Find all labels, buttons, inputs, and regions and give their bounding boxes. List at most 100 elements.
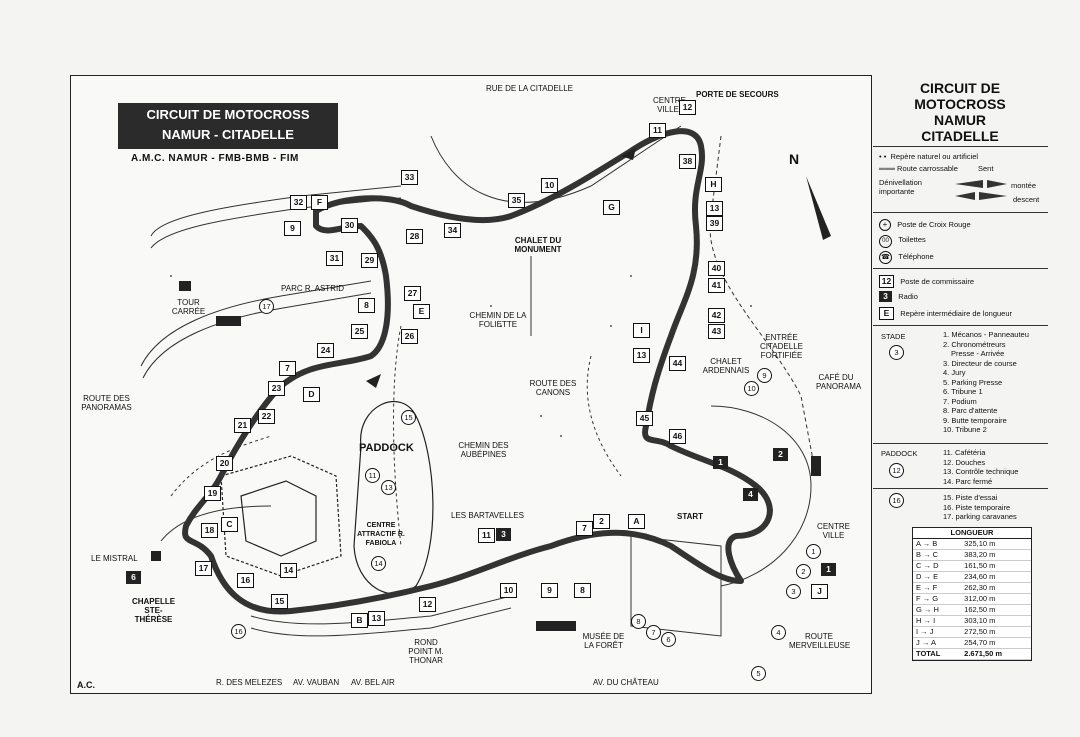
radio-post: 3 xyxy=(496,528,511,541)
legend-descente: descent xyxy=(1013,195,1040,204)
stade-key-num: 3 xyxy=(889,345,904,360)
repere-c: C xyxy=(221,517,238,532)
commissaire-post: 9 xyxy=(541,583,558,598)
commissaire-post: 31 xyxy=(326,251,343,266)
commissaire-post: 34 xyxy=(444,223,461,238)
commissaire-post: 43 xyxy=(708,324,725,339)
stade-point: 6 xyxy=(661,632,676,647)
other-item: 17. parking caravanes xyxy=(943,512,1017,521)
commissaire-post: 15 xyxy=(271,594,288,609)
repere-a: A xyxy=(628,514,645,529)
paddock-key-num: 12 xyxy=(889,463,904,478)
label-centre-ville-top: CENTRE VILLE xyxy=(653,96,686,114)
legend-divider xyxy=(873,268,1048,269)
legend-radio-text: Radio xyxy=(898,292,918,301)
map-subtitle: A.M.C. NAMUR - FMB-BMB - FIM xyxy=(131,153,299,164)
commissaire-post: 10 xyxy=(500,583,517,598)
stade-point: 2 xyxy=(796,564,811,579)
label-le-mistral: LE MISTRAL xyxy=(91,554,138,563)
direction-arrows xyxy=(366,148,636,388)
commissaire-post: 18 xyxy=(201,523,218,538)
commissaire-post: 28 xyxy=(406,229,423,244)
paddock-point: 11 xyxy=(365,468,380,483)
length-val: 234,60 m xyxy=(961,571,1031,583)
label-av-chateau: AV. DU CHÂTEAU xyxy=(593,678,659,687)
length-seg: E → F xyxy=(913,582,962,594)
radio-post: 1 xyxy=(713,456,728,469)
length-seg: B → C xyxy=(913,549,962,561)
piste-temporaire-point: 16 xyxy=(231,624,246,639)
commissaire-post: 35 xyxy=(508,193,525,208)
legend-repere-naturel-text: Repère naturel ou artificiel xyxy=(890,152,979,161)
commissaire-post: 23 xyxy=(268,381,285,396)
legend-title-line3: NAMUR xyxy=(933,112,987,128)
stade-point: 3 xyxy=(786,584,801,599)
label-route-merveilleuse: ROUTE MERVEILLEUSE xyxy=(789,632,851,650)
legend-telephone: ☎ Téléphone xyxy=(879,251,934,264)
commissaire-post: 9 xyxy=(284,221,301,236)
legend-divider xyxy=(873,443,1048,444)
stade-item: 1. Mécanos - Panneauteu xyxy=(943,330,1029,339)
stade-item: 7. Podium xyxy=(943,396,977,406)
length-val: 383,20 m xyxy=(961,549,1031,561)
toilets-icon: 00 xyxy=(879,235,892,248)
legend-route-text: Route carrossable xyxy=(897,164,958,173)
length-seg: G → H xyxy=(913,604,962,616)
north-arrow xyxy=(806,176,831,240)
label-av-vauban: AV. VAUBAN xyxy=(293,678,340,687)
length-val: 303,10 m xyxy=(961,615,1031,627)
commissaire-post: 8 xyxy=(574,583,591,598)
legend-repere-naturel: • • Repère naturel ou artificiel xyxy=(879,152,979,161)
parking-caravanes-point: 17 xyxy=(259,299,274,314)
legend-telephone-text: Téléphone xyxy=(898,252,934,261)
stade-point: 5 xyxy=(751,666,766,681)
commissaire-post: 24 xyxy=(317,343,334,358)
length-seg: F → G xyxy=(913,593,962,605)
label-av-bel-air: AV. BEL AIR xyxy=(351,678,395,687)
paddock-point: 14 xyxy=(371,556,386,571)
commissaire-post: 27 xyxy=(404,286,421,301)
commissaire-post: 20 xyxy=(216,456,233,471)
stade-point: 7 xyxy=(646,625,661,640)
legend-panel: CIRCUIT DE MOTOCROSS NAMUR CITADELLE • •… xyxy=(873,75,1048,692)
map-title-line1: CIRCUIT DE MOTOCROSS xyxy=(146,107,310,122)
repere-h: H xyxy=(705,177,722,192)
legend-denivellation: Dénivellation importante xyxy=(879,178,922,196)
stade-point: 4 xyxy=(771,625,786,640)
legend-divider xyxy=(873,325,1048,326)
commissaire-post: 7 xyxy=(279,361,296,376)
legend-montee: montée xyxy=(1011,181,1037,190)
stade-item: 2. Chronométreurs xyxy=(943,339,1006,349)
radio-post: 6 xyxy=(126,571,141,584)
buildings xyxy=(151,281,821,631)
legend-title-line1: CIRCUIT DE xyxy=(919,80,1001,96)
radio-key: 3 xyxy=(879,291,892,302)
label-tour-carree: TOUR CARRÉE xyxy=(171,298,206,316)
length-seg: A → B xyxy=(913,538,962,550)
label-rue-citadelle: RUE DE LA CITADELLE xyxy=(486,84,573,93)
commissaire-post: 40 xyxy=(708,261,725,276)
map-title-line2: NAMUR - CITADELLE xyxy=(162,127,294,142)
commissaire-post: 32 xyxy=(290,195,307,210)
label-les-bartavelles: LES BARTAVELLES xyxy=(451,511,524,520)
commissaire-post: 21 xyxy=(234,418,251,433)
radio-post: 1 xyxy=(821,563,836,576)
label-chemin-aubepines: CHEMIN DES AUBÉPINES xyxy=(458,441,509,459)
length-val: 262,30 m xyxy=(961,582,1031,594)
length-val: 325,10 m xyxy=(961,538,1031,550)
commissaire-post: 45 xyxy=(636,411,653,426)
length-table-header: LONGUEUR xyxy=(913,528,1031,539)
commissaire-post: 44 xyxy=(669,356,686,371)
repere-j: J xyxy=(811,584,828,599)
paddock-item: 13. Contrôle technique xyxy=(943,467,1019,476)
commissaire-post: 19 xyxy=(204,486,221,501)
map-frame: CIRCUIT DE MOTOCROSS NAMUR - CITADELLE A… xyxy=(70,75,872,694)
stade-point: 8 xyxy=(631,614,646,629)
commissaire-post: 7 xyxy=(576,521,593,536)
